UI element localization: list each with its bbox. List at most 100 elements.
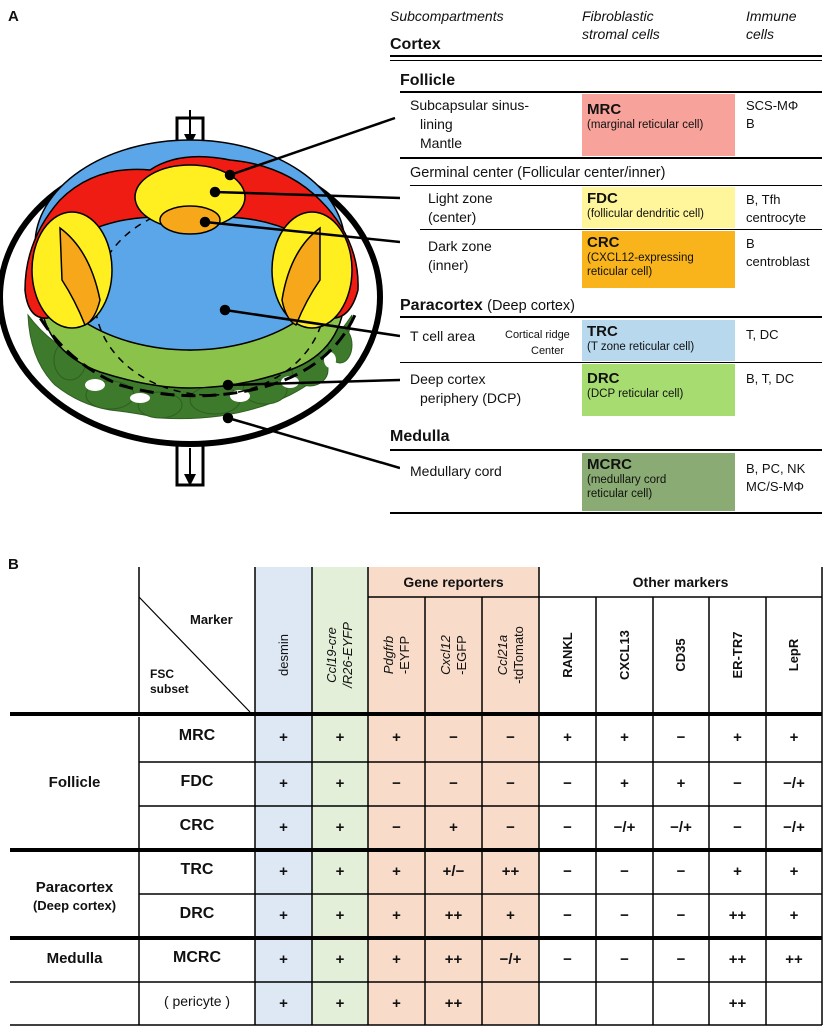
group-follicle: Follicle [48, 774, 101, 791]
center-label: Center [531, 345, 565, 357]
drc-immune: B, T, DC [746, 371, 795, 386]
column-header: LepR [774, 600, 814, 710]
gene-reporters-header: Gene reporters [403, 574, 504, 590]
column-header: CXCL13 [605, 600, 645, 710]
column-header-line1: CXCL13 [616, 630, 632, 680]
light-zone-label: Light zone (center) [428, 190, 493, 225]
table-cell: − [676, 907, 686, 924]
medullary-cord-label: Medullary cord [410, 463, 502, 479]
table-cell: ++ [501, 863, 520, 880]
table-grid [10, 567, 823, 1026]
table-cell: − [676, 729, 686, 746]
other-markers-header: Other markers [632, 574, 729, 590]
table-cell: + [279, 994, 288, 1012]
table-cell: + [335, 994, 345, 1012]
column-header: Ccl21a-tdTomato [491, 600, 531, 710]
table-cell: + [392, 729, 401, 746]
rule [390, 449, 822, 451]
table-cell: −/+ [670, 819, 692, 836]
table-cell: ++ [728, 951, 747, 968]
row-label: TRC [180, 861, 214, 878]
germinal-center-label: Germinal center (Follicular center/inner… [410, 165, 666, 181]
panel-a-label: A [8, 8, 19, 25]
column-header-line1: Ccl21a [494, 634, 510, 676]
column-header: Ccl19-cre/R26-EYFP [320, 600, 360, 710]
row-label: ( pericyte ) [163, 992, 231, 1009]
rule [390, 512, 822, 514]
table-cell: + [279, 729, 288, 746]
corner-marker-label: Marker [190, 612, 233, 627]
table-cell: + [335, 863, 345, 880]
cortical-ridge-label: Cortical ridge [505, 329, 570, 341]
medulla-boundary [28, 299, 357, 398]
table-cell: + [789, 863, 799, 880]
table-cell: − [392, 819, 401, 836]
table-cell: + [279, 863, 288, 880]
table-cell: − [620, 907, 629, 924]
drc-box: DRC (DCP reticular cell) [582, 364, 735, 416]
table-cell: −/+ [613, 819, 636, 836]
table-cell: ++ [785, 951, 803, 968]
table-cell: − [563, 907, 572, 924]
fdc-box: FDC (follicular dendritic cell) [582, 187, 735, 228]
medulla-heading: Medulla [390, 428, 450, 445]
follicle-right [271, 211, 353, 329]
table-cell: −/+ [783, 819, 805, 836]
rule [420, 229, 822, 230]
cortex-heading: Cortex [390, 36, 441, 53]
table-cell: − [506, 819, 515, 836]
table-cell: + [449, 819, 458, 836]
table-cell: + [733, 863, 742, 880]
table-cell: − [620, 863, 629, 880]
mcrc-box: MCRC (medullary cord reticular cell) [582, 453, 735, 511]
rule [410, 185, 822, 186]
table-cell: + [279, 907, 288, 924]
panel-b-label: B [8, 556, 19, 573]
group-medulla: Medulla [46, 950, 103, 967]
column-header-line1: Ccl19-cre [324, 627, 339, 683]
paracortex-heading: Paracortex (Deep cortex) [400, 297, 576, 314]
table-cell: − [676, 951, 686, 968]
subcapsular-label: Subcapsular sinus- lining Mantle [410, 97, 530, 151]
deep-cortex-label: Deep cortex periphery (DCP) [410, 371, 522, 406]
column-header-line2: -EGFP [453, 635, 469, 675]
table-cell: ++ [444, 994, 463, 1012]
column-header-line1: CD35 [673, 638, 688, 672]
table-cell: − [392, 775, 401, 792]
row-label: CRC [179, 817, 215, 834]
column-header: desmin [264, 600, 304, 710]
column-header: RANKL [548, 600, 588, 710]
table-cell: + [620, 775, 629, 792]
pointer-lines [199, 116, 400, 470]
column-header: Pdgfrb-EYFP [377, 600, 417, 710]
desmin-column-bg [255, 567, 312, 1025]
column-header-line1: desmin [275, 634, 291, 676]
table-cell: + [335, 775, 345, 792]
column-header-line1: ER-TR7 [729, 631, 745, 679]
table-cell: + [392, 863, 401, 880]
group-paracortex: Paracortex (Deep cortex) [32, 879, 117, 913]
table-cell: + [392, 907, 401, 924]
trc-immune: T, DC [746, 327, 779, 342]
mrc-immune: SCS-MΦ B [746, 98, 799, 131]
header-fibroblastic: Fibroblastic stromal cells [582, 8, 660, 42]
corner-subset-label: FSC subset [150, 667, 189, 696]
table-cell: + [733, 729, 742, 746]
column-header-line1: RANKL [559, 632, 575, 678]
rule [400, 362, 822, 363]
table-cell: + [392, 994, 401, 1012]
follicle-heading: Follicle [400, 72, 456, 89]
table-cell: + [392, 951, 401, 968]
table-cell: + [335, 907, 345, 924]
column-header: ER-TR7 [718, 600, 758, 710]
fdc-immune: B, Tfh centrocyte [746, 192, 806, 225]
crc-box: CRC (CXCL12-expressing reticular cell) [582, 231, 735, 288]
table-cell: +/− [442, 863, 465, 880]
table-cell: − [563, 951, 572, 968]
table-cell: ++ [728, 907, 747, 924]
ccl19-column-bg [312, 567, 368, 1025]
rule [390, 60, 822, 61]
follicle-left [31, 211, 113, 329]
t-cell-area-label: T cell area [410, 328, 476, 344]
column-header-line1: LepR [786, 638, 801, 672]
